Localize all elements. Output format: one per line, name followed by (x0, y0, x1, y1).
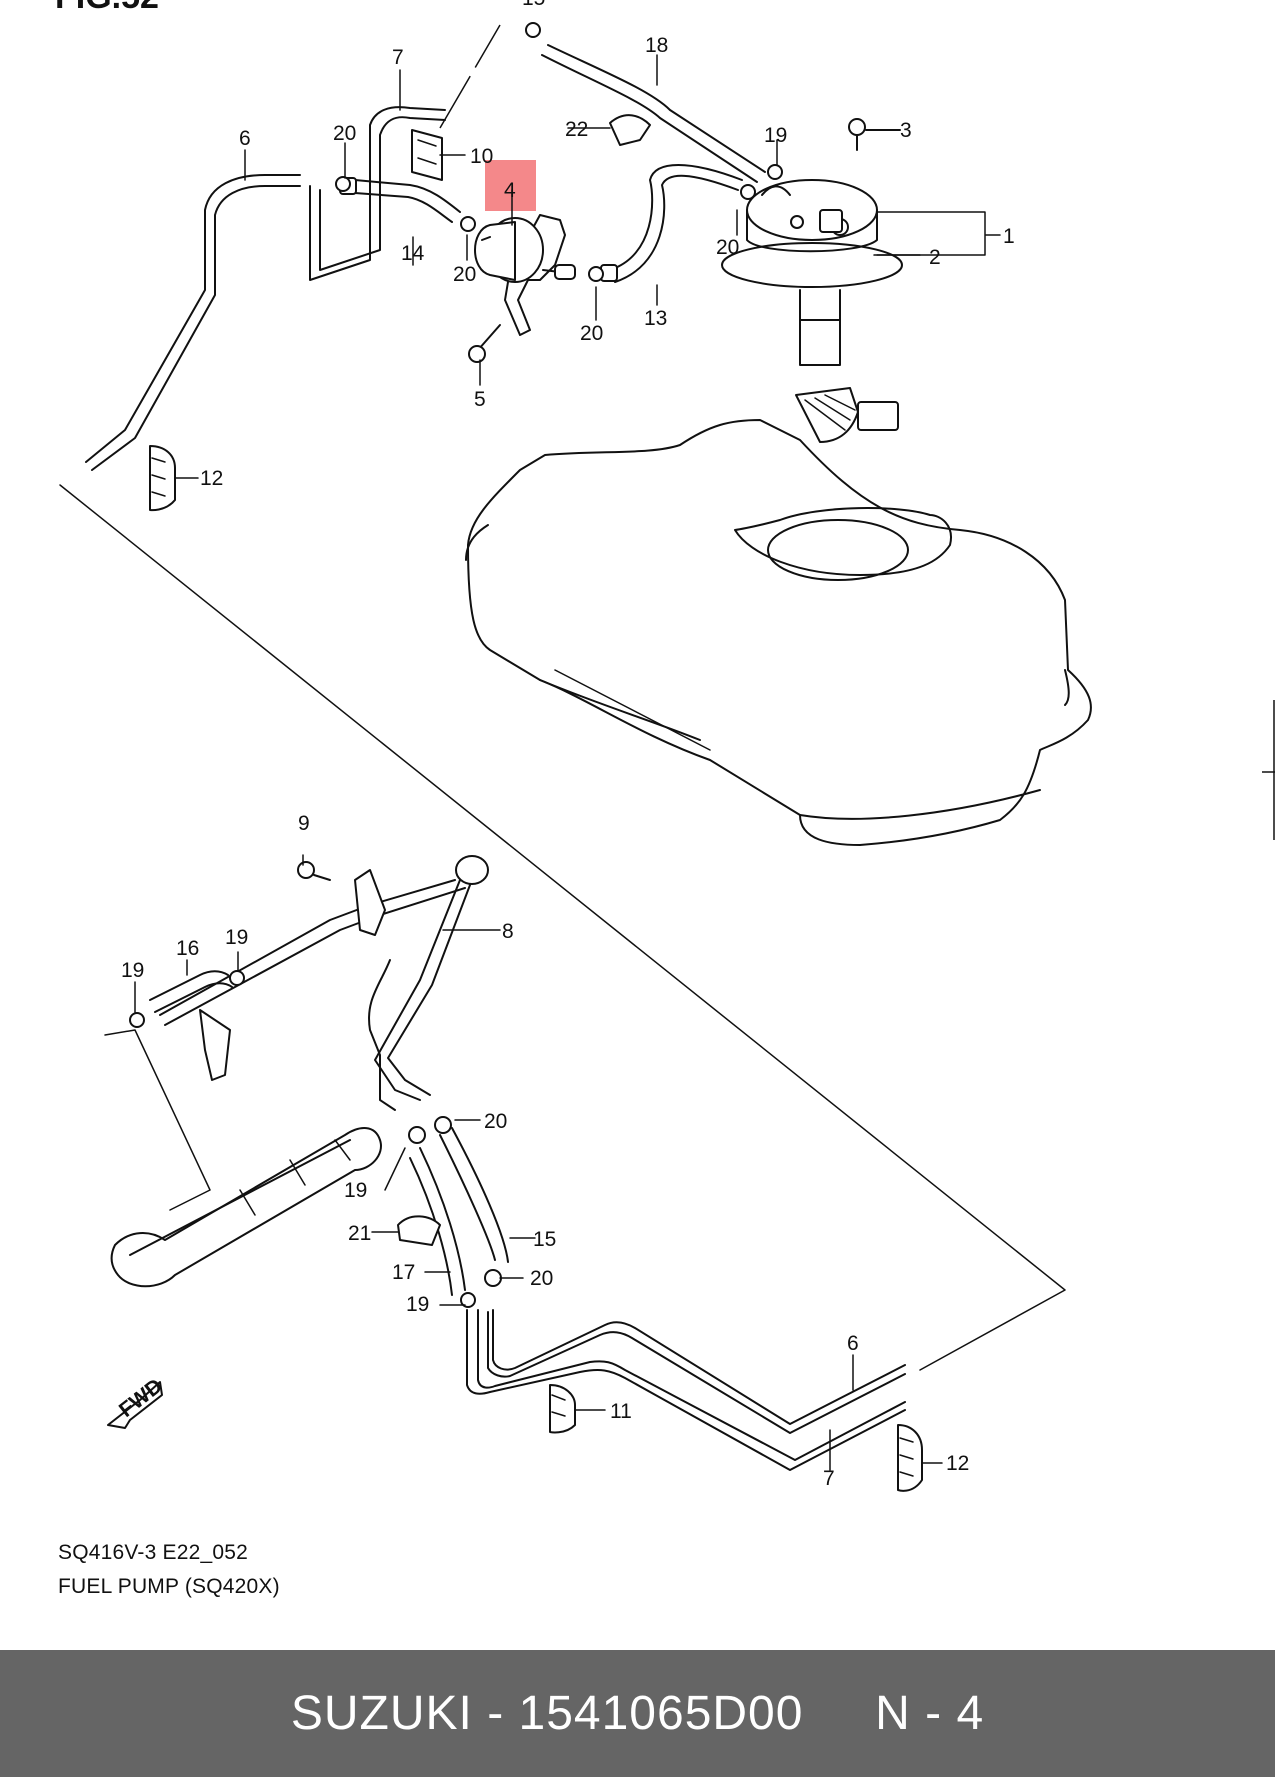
callout-1: 1 (1003, 225, 1015, 248)
fuel-pump-assembly (721, 118, 903, 443)
callout-4: 4 (504, 179, 516, 202)
diagram-code: SQ416V-3 E22_052 (58, 1541, 249, 1564)
highlight-part-4 (485, 160, 536, 211)
part-number-footer: SUZUKI - 1541065D00 N - 4 (0, 1650, 1275, 1777)
part-number-label: SUZUKI - 1541065D00 N - 4 (290, 1687, 985, 1740)
callout-2: 2 (929, 246, 941, 269)
callout-6: 6 (239, 127, 251, 150)
callout-7: 7 (392, 46, 404, 69)
callout-20: 20 (484, 1110, 507, 1133)
callout-5: 5 (474, 388, 486, 411)
fwd-label: FWD (115, 1374, 167, 1422)
callout-21: 21 (348, 1222, 371, 1245)
callout-10: 10 (470, 145, 493, 168)
callout-20: 20 (453, 263, 476, 286)
callout-15: 15 (533, 1228, 556, 1251)
fuel-tank (465, 419, 1092, 846)
callout-8: 8 (502, 920, 514, 943)
lower-assembly: FWD (107, 855, 923, 1492)
callout-19: 19 (764, 124, 787, 147)
callout-11: 11 (610, 1400, 632, 1423)
upper-pipes (85, 24, 766, 471)
callout-9: 9 (298, 812, 310, 835)
callout-12: 12 (200, 467, 223, 490)
callout-18: 18 (645, 34, 668, 57)
callout-6: 6 (847, 1332, 859, 1355)
callout-16: 16 (176, 937, 199, 960)
callout-19: 19 (225, 926, 248, 949)
callout-7: 7 (823, 1467, 835, 1490)
callout-20: 20 (580, 322, 603, 345)
callout-20: 20 (716, 236, 739, 259)
callout-17: 17 (392, 1261, 415, 1284)
leader-lines (134, 54, 1001, 1471)
page-edge-marks (1262, 700, 1275, 850)
callout-22: 22 (565, 118, 588, 141)
callout-20: 20 (530, 1267, 553, 1290)
callout-20: 20 (333, 122, 356, 145)
upper-clips (149, 22, 783, 512)
fuel-system-exploded-diagram: FIG.52 (55, 0, 1092, 1492)
callout-13: 13 (644, 307, 667, 330)
callout-15: 15 (522, 0, 545, 10)
callout-12: 12 (946, 1452, 969, 1475)
figure-title: FIG.52 (55, 0, 159, 16)
callouts: 1 2 3 4 5 6 6 7 7 8 9 10 11 12 12 13 14 … (121, 0, 1015, 1490)
callout-3: 3 (900, 119, 912, 142)
callout-14: 14 (401, 242, 425, 265)
callout-19: 19 (406, 1293, 429, 1316)
callout-19: 19 (121, 959, 144, 982)
diagram-name: FUEL PUMP (SQ420X) (58, 1575, 280, 1598)
fuel-filter (468, 214, 576, 363)
callout-19: 19 (344, 1179, 367, 1202)
